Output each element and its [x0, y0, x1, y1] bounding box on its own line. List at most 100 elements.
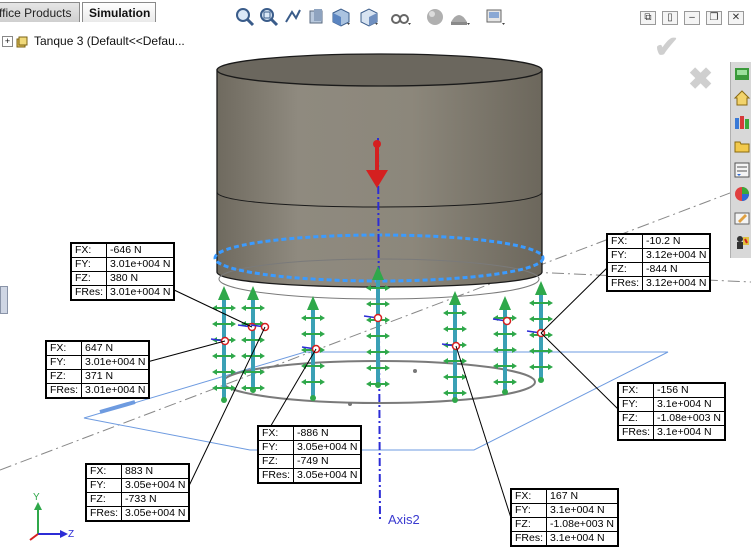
fy-value: 3.12e+004 N — [642, 248, 711, 263]
tab-simulation[interactable]: Simulation — [82, 2, 156, 22]
home-icon[interactable] — [733, 89, 751, 107]
fx-value: -886 N — [293, 426, 362, 441]
file-explorer-icon[interactable] — [733, 137, 751, 155]
fx-key: FX: — [45, 341, 83, 356]
zoom-area-icon[interactable] — [258, 6, 280, 28]
fy-value: 3.01e+004 N — [81, 355, 150, 370]
coordinate-triad — [29, 502, 68, 541]
fx-key: FX: — [70, 243, 108, 258]
fres-value: 3.01e+004 N — [81, 383, 150, 398]
reaction-marker[interactable] — [363, 313, 383, 323]
window-cascade-icon[interactable]: ▯ — [662, 11, 678, 25]
fz-key: FZ: — [510, 517, 548, 532]
section-view-icon[interactable] — [306, 6, 328, 28]
tab-office-products[interactable]: ffice Products — [0, 2, 80, 22]
fx-value: 647 N — [81, 341, 150, 356]
fixture-arrow-column — [493, 296, 517, 395]
display-style-icon[interactable] — [358, 6, 380, 28]
fx-key: FX: — [257, 426, 295, 441]
fx-value: 883 N — [121, 464, 190, 479]
fres-value: 3.1e+004 N — [546, 531, 618, 546]
resources-icon[interactable] — [733, 65, 751, 83]
view-orientation-icon[interactable] — [330, 6, 352, 28]
reaction-marker[interactable] — [210, 336, 230, 346]
confirm-cancel-icon[interactable]: ✖ — [688, 63, 714, 96]
view-settings-icon[interactable] — [484, 6, 506, 28]
hide-show-icon[interactable] — [390, 6, 412, 28]
gravity-load-arrow[interactable] — [366, 140, 388, 188]
fixture-arrow-column — [241, 286, 265, 393]
fz-value: 380 N — [106, 271, 175, 286]
reaction-force-label[interactable]: FX:-646 N FY:3.01e+004 N FZ:380 N FRes:3… — [70, 242, 176, 301]
zoom-to-fit-icon[interactable] — [234, 6, 256, 28]
fy-key: FY: — [257, 440, 295, 455]
reaction-marker[interactable] — [492, 316, 512, 326]
reaction-force-label[interactable]: FX:-886 N FY:3.05e+004 N FZ:-749 N FRes:… — [257, 425, 363, 484]
fixture-arrow-column — [443, 291, 467, 403]
fz-value: -733 N — [121, 492, 190, 507]
reaction-force-label[interactable]: FX:883 N FY:3.05e+004 N FZ:-733 N FRes:3… — [85, 463, 191, 522]
plane-handle[interactable] — [99, 400, 136, 414]
fres-key: FRes: — [45, 383, 83, 398]
scene-icon[interactable] — [448, 6, 470, 28]
window-tile-icon[interactable]: ⧉ — [640, 11, 656, 25]
axis2-label: Axis2 — [388, 512, 420, 527]
reaction-force-label[interactable]: FX:-156 N FY:3.1e+004 N FZ:-1.08e+003 N … — [617, 382, 726, 441]
confirm-ok-icon[interactable]: ✔ — [654, 31, 680, 64]
fres-value: 3.05e+004 N — [293, 468, 362, 483]
tank-top[interactable] — [216, 53, 543, 87]
reaction-force-label[interactable]: FX:167 N FY:3.1e+004 N FZ:-1.08e+003 N F… — [510, 488, 619, 547]
fres-key: FRes: — [257, 468, 295, 483]
fz-key: FZ: — [617, 411, 655, 426]
fz-value: -749 N — [293, 454, 362, 469]
fx-value: 167 N — [546, 489, 618, 504]
fz-key: FZ: — [257, 454, 295, 469]
fixture-arrow-column — [301, 296, 325, 401]
minimize-icon[interactable]: – — [684, 11, 700, 25]
fy-value: 3.1e+004 N — [546, 503, 618, 518]
fx-value: -10.2 N — [642, 234, 711, 249]
fz-value: -1.08e+003 N — [653, 411, 725, 426]
design-library-icon[interactable] — [733, 113, 751, 131]
construction-axis-line — [0, 184, 751, 471]
fres-key: FRes: — [85, 506, 123, 521]
part-icon — [16, 36, 28, 48]
tank-seam — [216, 191, 543, 208]
fy-value: 3.1e+004 N — [653, 397, 725, 412]
fy-value: 3.05e+004 N — [121, 478, 190, 493]
fx-value: -646 N — [106, 243, 175, 258]
fy-key: FY: — [617, 397, 655, 412]
fres-value: 3.01e+004 N — [106, 285, 175, 300]
fres-key: FRes: — [606, 276, 644, 291]
fx-value: -156 N — [653, 383, 725, 398]
fy-value: 3.05e+004 N — [293, 440, 362, 455]
tree-item-label: Tanque 3 (Default<<Defau... — [34, 34, 185, 48]
close-icon[interactable]: ✕ — [728, 11, 744, 25]
fy-key: FY: — [45, 355, 83, 370]
edit-appearance-icon[interactable] — [424, 6, 446, 28]
triad-y-label: Y — [33, 492, 40, 503]
fixture-arrow-column — [366, 266, 390, 388]
view-palette-icon[interactable] — [733, 161, 751, 179]
fres-value: 3.1e+004 N — [653, 425, 725, 440]
previous-view-icon[interactable] — [282, 6, 304, 28]
fres-key: FRes: — [510, 531, 548, 546]
custom-properties-icon[interactable] — [733, 209, 751, 227]
fz-value: -1.08e+003 N — [546, 517, 618, 532]
fz-value: -844 N — [642, 262, 711, 277]
expand-icon[interactable]: + — [2, 36, 13, 48]
restore-icon[interactable]: ❐ — [706, 11, 722, 25]
fz-key: FZ: — [45, 369, 83, 384]
reaction-force-label[interactable]: FX:-10.2 N FY:3.12e+004 N FZ:-844 N FRes… — [606, 233, 712, 292]
feature-tree-item[interactable]: + Tanque 3 (Default<<Defau... — [0, 34, 185, 48]
fy-key: FY: — [70, 257, 108, 272]
triad-z-label: Z — [68, 529, 75, 540]
appearances-icon[interactable] — [733, 185, 751, 203]
fz-key: FZ: — [85, 492, 123, 507]
reaction-force-label[interactable]: FX:647 N FY:3.01e+004 N FZ:371 N FRes:3.… — [45, 340, 151, 399]
fx-key: FX: — [510, 489, 548, 504]
forum-icon[interactable] — [733, 233, 751, 251]
fz-key: FZ: — [70, 271, 108, 286]
panel-collapse-handle[interactable] — [0, 286, 8, 314]
